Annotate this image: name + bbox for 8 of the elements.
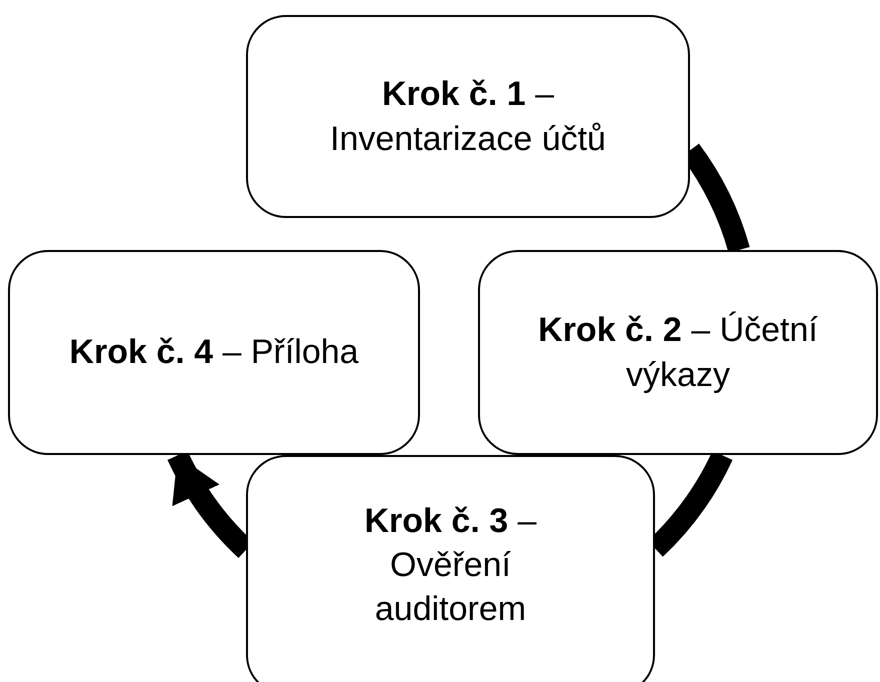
- step-box: [246, 15, 690, 218]
- step-box: [8, 250, 420, 455]
- step-label: Krok č. 2 – Účetní výkazy: [537, 310, 819, 396]
- step-label: Krok č. 1 – Inventarizace účtů: [329, 74, 607, 160]
- step-box: [478, 250, 878, 455]
- step-label: Krok č. 4 – Příloha: [69, 332, 359, 374]
- step-label: Krok č. 3 – Ověření auditorem: [364, 500, 538, 630]
- step-box: [246, 455, 655, 682]
